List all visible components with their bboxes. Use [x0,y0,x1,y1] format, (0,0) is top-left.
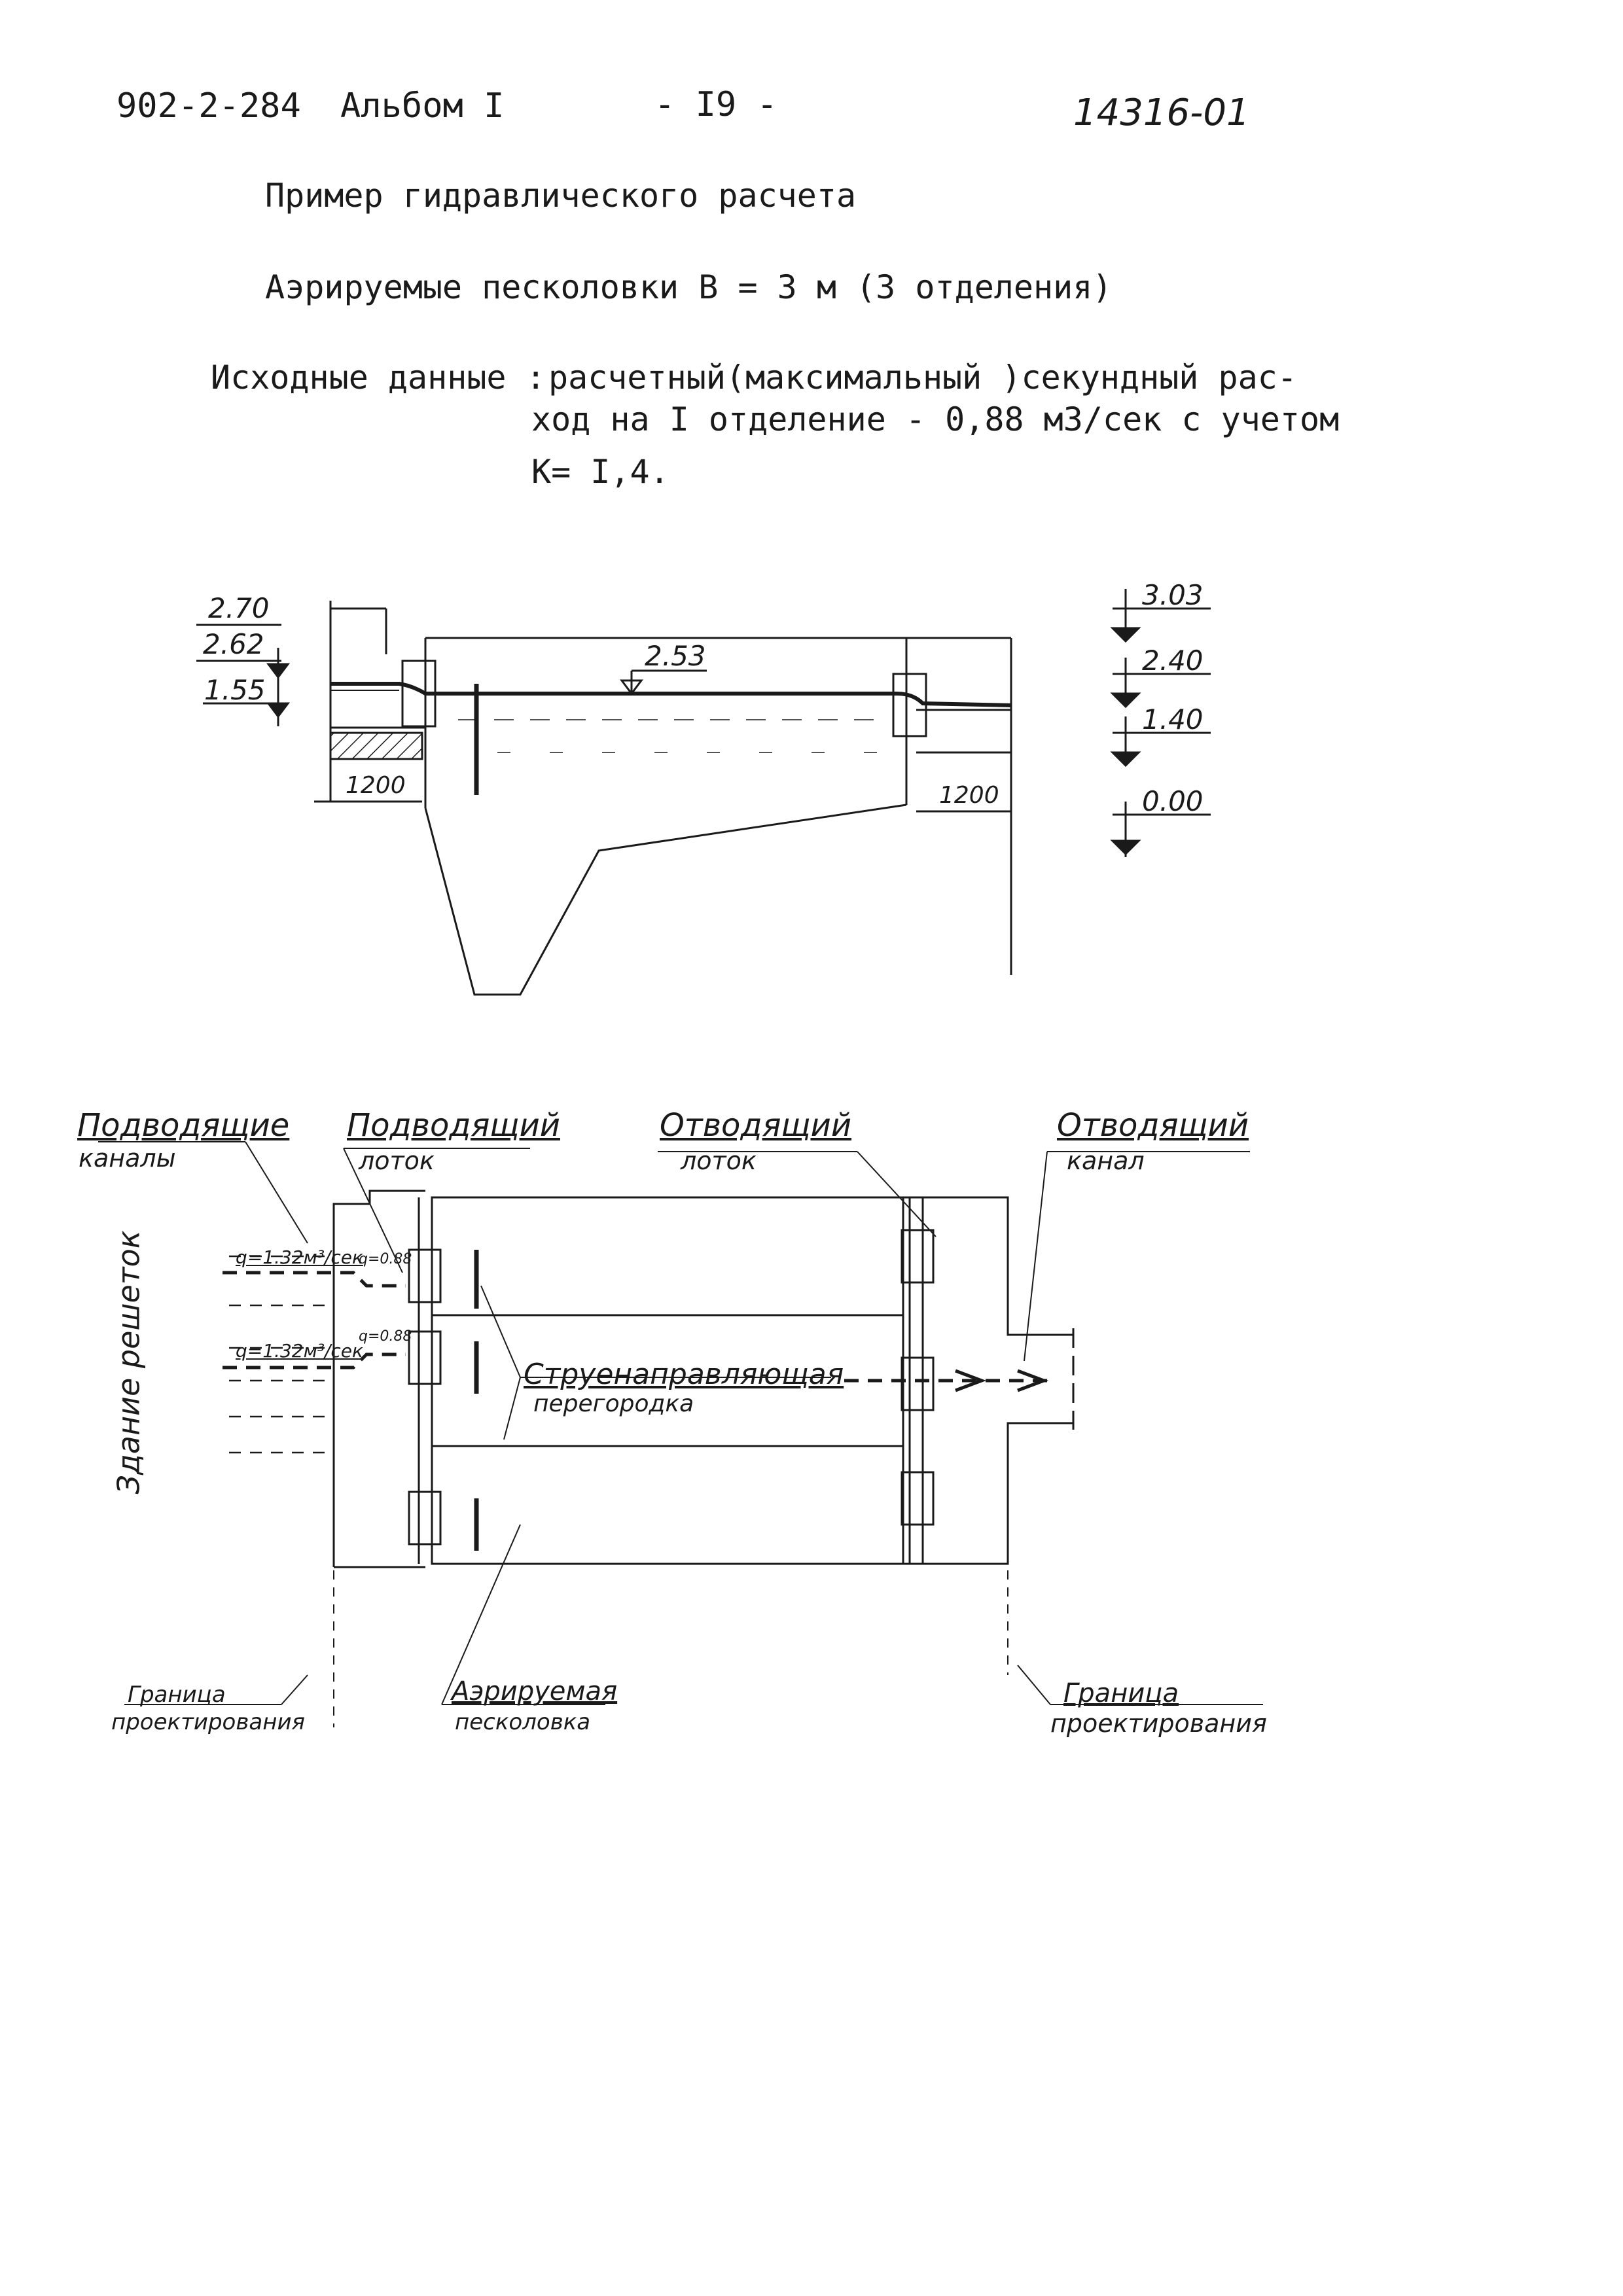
level-mark-inner: 2.53 [645,640,706,672]
sheet-code: 14316-01 [1073,92,1250,134]
label-outlet-channel-2: канал [1067,1146,1145,1175]
label-design-border-left-1: Граница [128,1682,226,1708]
dimension-right: 1200 [939,782,999,809]
label-design-border-right-1: Граница [1063,1678,1179,1708]
label-outlet-channel-1: Отводящий [1057,1107,1249,1144]
label-outlet-tray-1: Отводящий [660,1107,852,1144]
label-screen-building: Здание решеток [111,1230,147,1494]
album-label: Альбом I [340,86,505,126]
initial-data-line-1: расчетный(максимальный )секундный рас- [548,359,1297,397]
label-design-border-left-2: проектирования [111,1709,306,1735]
label-sand-trap-1: Аэрируемая [452,1676,618,1706]
level-mark-left-2: 2.62 [203,628,264,660]
page-title: Пример гидравлического расчета [265,177,857,215]
doc-code: 902-2-284 [116,86,301,126]
level-mark-right-1: 3.03 [1142,579,1204,611]
page-subtitle: Аэрируемые песколовки В = 3 м (3 отделен… [265,268,1113,306]
level-mark-left-1: 2.70 [208,592,270,624]
level-mark-right-3: 1.40 [1142,703,1204,735]
level-mark-right-4: 0.00 [1142,785,1204,817]
flow-label-2: q=1.32м³/сек [236,1340,363,1362]
label-design-border-right-2: проектирования [1050,1709,1267,1738]
label-sand-trap-2: песколовка [455,1709,591,1735]
flow-label-small-2: q=0.88 [359,1328,412,1345]
flow-label-1: q=1.32м³/сек [236,1246,363,1268]
label-inlet-tray-1: Подводящий [347,1107,560,1144]
label-inlet-tray-2: лоток [359,1146,435,1175]
initial-data-label: Исходные данные : [211,359,546,397]
label-baffle-2: перегородка [533,1390,694,1417]
level-mark-right-2: 2.40 [1142,645,1204,677]
dimension-left: 1200 [346,772,406,799]
label-outlet-tray-2: лоток [681,1146,757,1175]
level-mark-left-3: 1.55 [204,674,266,706]
label-inlet-channels-2: каналы [79,1144,176,1173]
flow-label-small-1: q=0.88 [359,1251,412,1267]
label-inlet-channels-1: Подводящие [77,1107,290,1144]
label-baffle-1: Струенаправляющая [524,1358,844,1391]
page-number: - I9 - [654,85,777,124]
initial-data-line-3: К= I,4. [531,453,669,491]
initial-data-line-2: ход на I отделение - 0,88 м3/сек с учето… [531,400,1340,438]
